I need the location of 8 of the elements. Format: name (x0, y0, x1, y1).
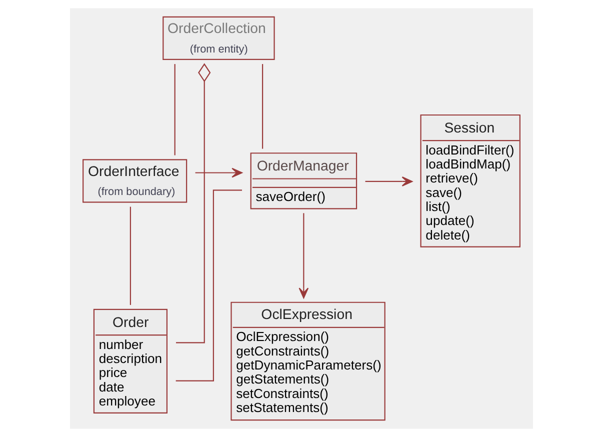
arrow (298, 213, 309, 298)
connector (174, 64, 176, 156)
connector (176, 190, 242, 382)
arrow (195, 168, 242, 178)
connector (262, 64, 264, 149)
arrow (365, 176, 413, 186)
connector (176, 63, 211, 344)
connector (130, 206, 131, 305)
